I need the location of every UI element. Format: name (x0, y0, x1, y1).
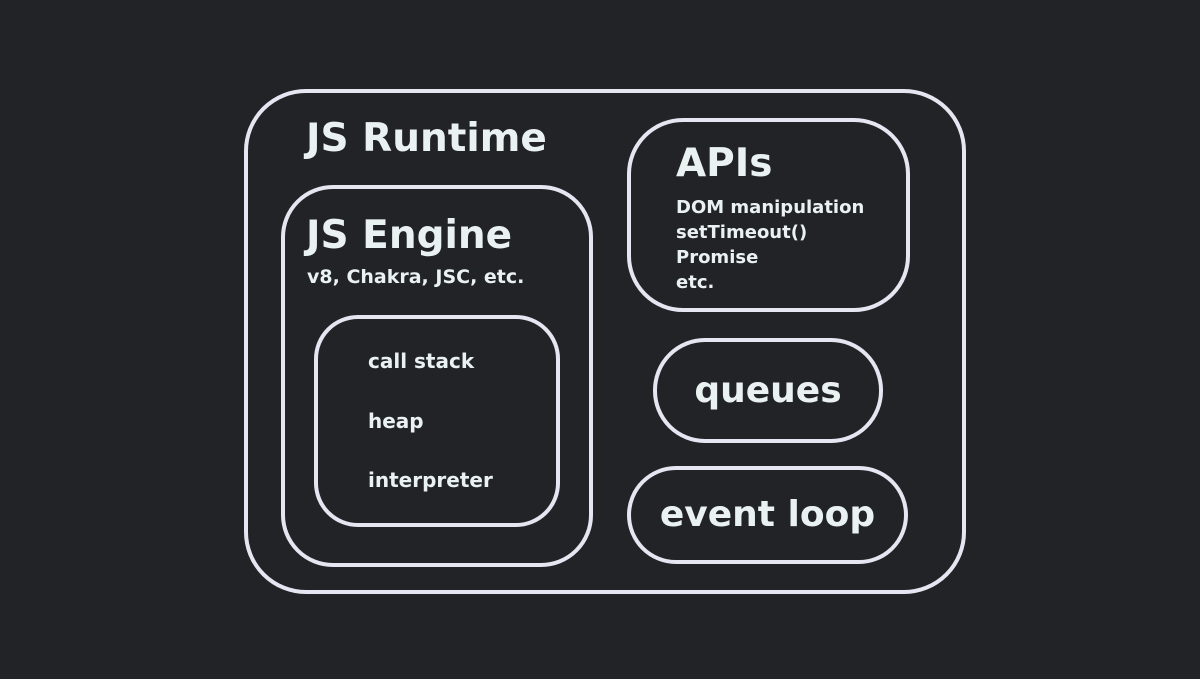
api-item-dom-manipulation: DOM manipulation (676, 197, 865, 218)
api-item-etc: etc. (676, 272, 715, 293)
js-engine-title: JS Engine (306, 213, 513, 258)
queues-box (653, 338, 883, 443)
js-engine-subtitle: v8, Chakra, JSC, etc. (307, 266, 525, 288)
queues-label: queues (694, 369, 842, 411)
event-loop-label: event loop (659, 494, 876, 535)
apis-box (627, 118, 910, 312)
api-item-settimeout: setTimeout() (676, 222, 808, 243)
js-runtime-box (244, 89, 966, 594)
event-loop-label-wrap: event loop (627, 466, 908, 564)
event-loop-box (627, 466, 908, 564)
call-stack-label: call stack (368, 349, 475, 373)
js-runtime-title: JS Runtime (306, 116, 547, 161)
js-engine-box (281, 185, 593, 567)
interpreter-label: interpreter (368, 468, 493, 492)
apis-title: APIs (676, 141, 773, 186)
engine-components-box (314, 315, 560, 527)
apis-list: DOM manipulation setTimeout() Promise et… (676, 195, 864, 295)
queues-label-wrap: queues (653, 338, 883, 443)
heap-label: heap (368, 409, 424, 433)
api-item-promise: Promise (676, 247, 759, 268)
